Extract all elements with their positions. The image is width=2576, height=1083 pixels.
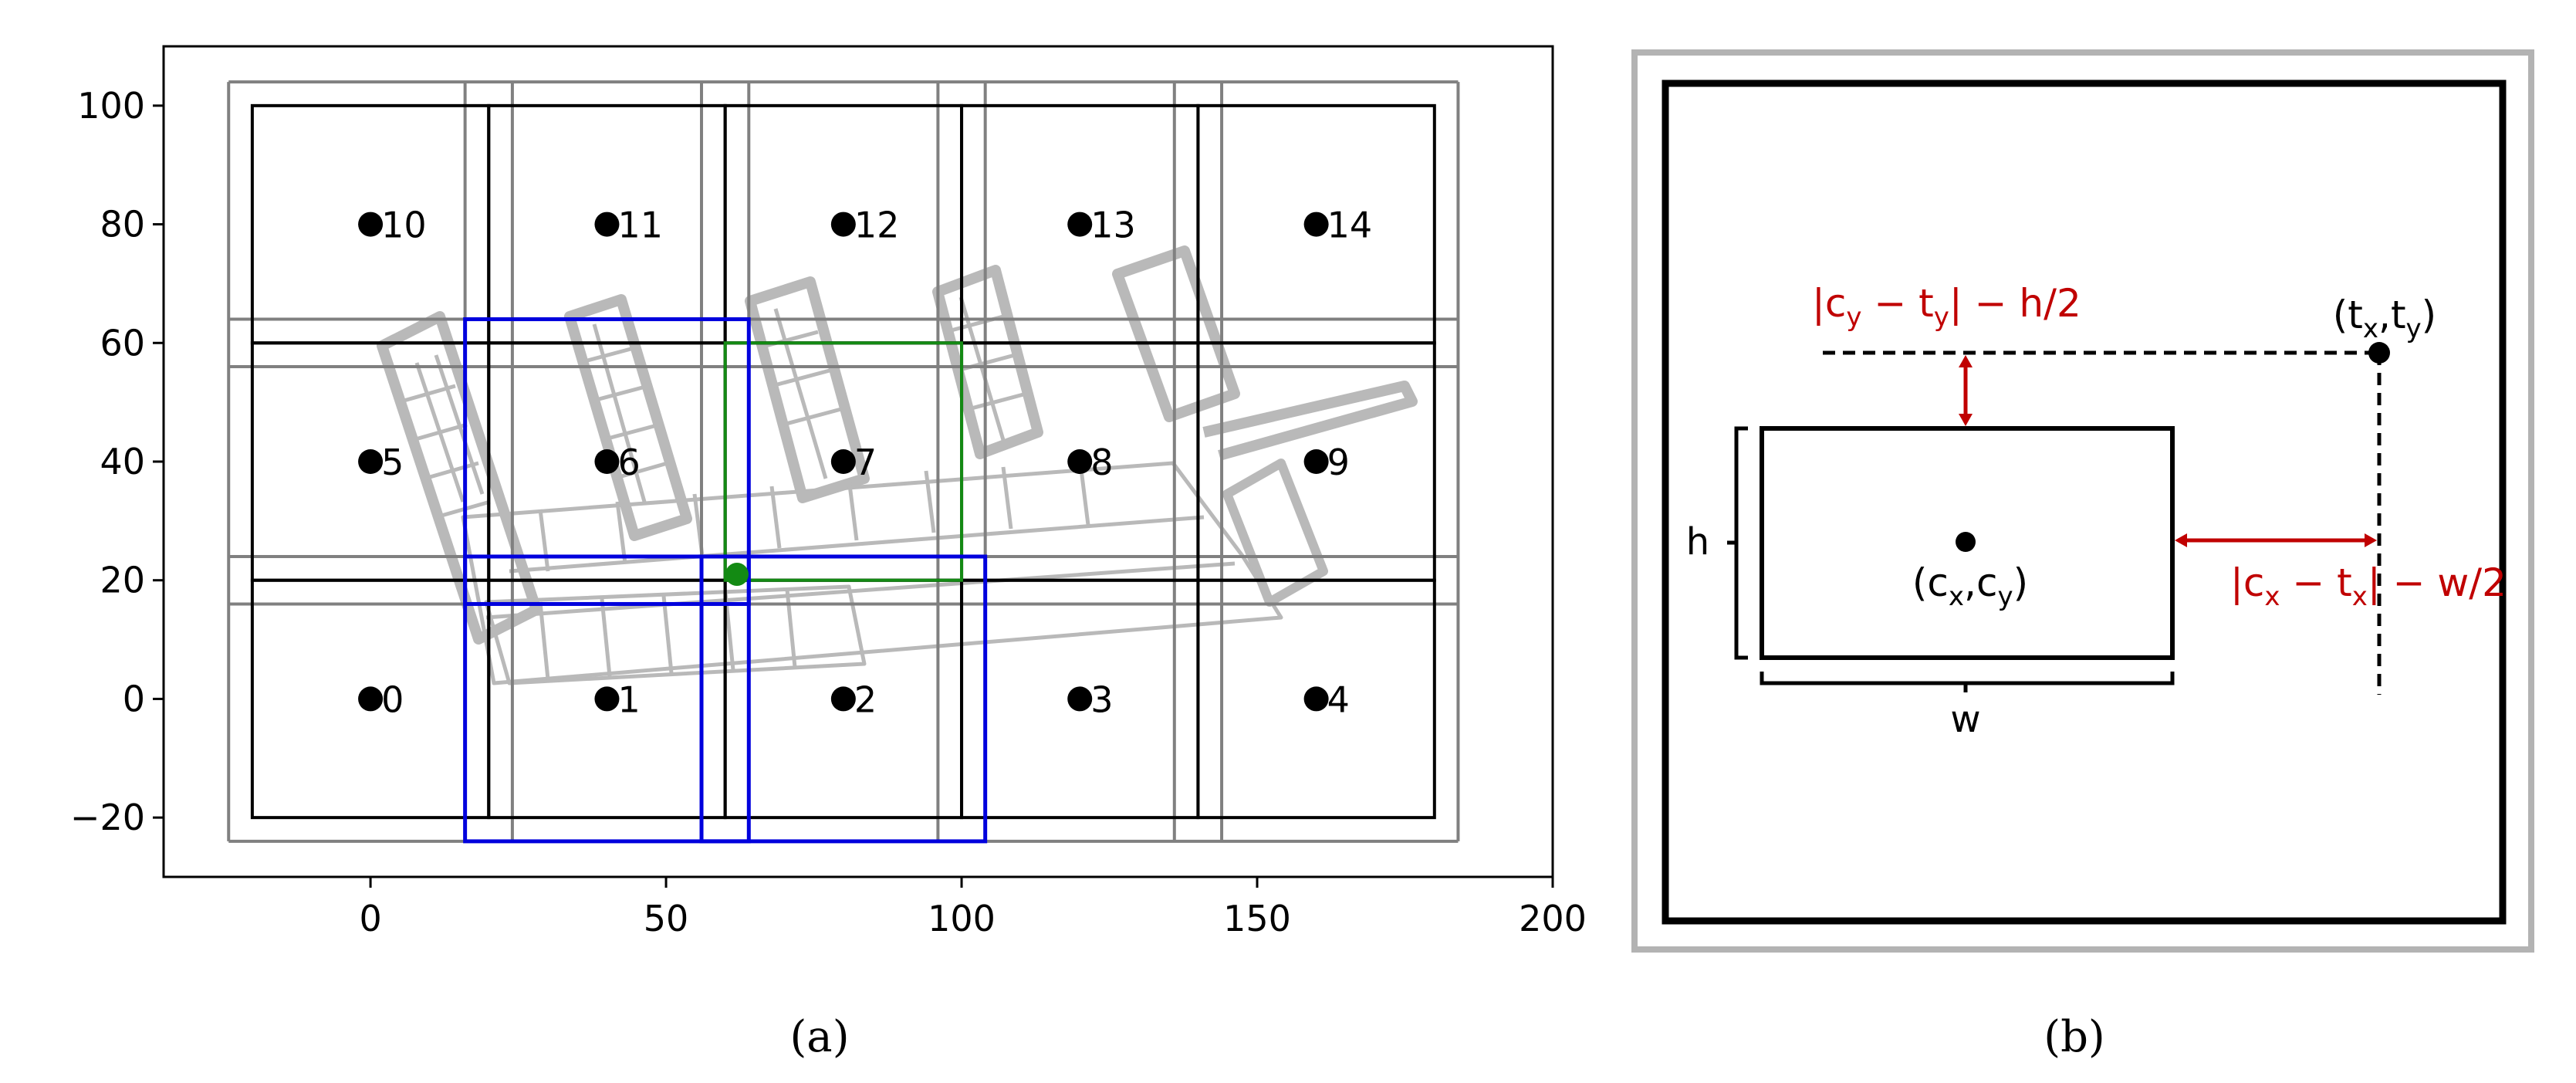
height-label: h bbox=[1686, 520, 1709, 563]
width-bracket bbox=[1760, 672, 2175, 692]
cell-center-label: 4 bbox=[1327, 679, 1350, 720]
y-tick-label: 60 bbox=[100, 322, 145, 364]
panel-b: (cx,cy) h w (tx,ty) |cy − ty| − h/2 |cx … bbox=[1631, 49, 2534, 1062]
cell-center-point bbox=[358, 212, 384, 237]
cell-center-label: 7 bbox=[854, 442, 877, 483]
cell-center-label: 1 bbox=[617, 679, 640, 720]
floorplan-lower-rooms bbox=[538, 589, 797, 680]
floorplan-wing-lower-right bbox=[1222, 459, 1328, 607]
horizontal-distance-label: |cx − tx| − w/2 bbox=[2230, 560, 2507, 612]
grid-cell bbox=[1196, 103, 1436, 345]
cell-center-point bbox=[1067, 686, 1093, 712]
cell-center-label: 3 bbox=[1090, 679, 1113, 720]
vertical-distance-label: |cy − ty| − h/2 bbox=[1812, 281, 2081, 333]
box-center-point bbox=[1956, 532, 1976, 552]
floorplan-wing-right bbox=[1202, 381, 1418, 461]
cell-center-label: 0 bbox=[381, 679, 404, 720]
x-tick-label: 100 bbox=[928, 898, 996, 939]
target-layer bbox=[725, 563, 749, 587]
box-center-label: (cx,cy) bbox=[1912, 560, 2028, 612]
floorplan-hall-rooms bbox=[485, 462, 1236, 620]
floorplan-building-4 bbox=[932, 265, 1043, 459]
target-point bbox=[2368, 342, 2390, 364]
width-label: w bbox=[1950, 698, 1980, 741]
floorplan-building-3 bbox=[745, 276, 870, 503]
y-tick-label: 20 bbox=[100, 560, 145, 601]
cell-center-point bbox=[358, 686, 384, 712]
floorplan-building-5 bbox=[1112, 245, 1240, 422]
panel-b-caption: (b) bbox=[2044, 1012, 2105, 1062]
y-tick-label: −20 bbox=[70, 797, 145, 838]
cell-center-label: 9 bbox=[1327, 442, 1350, 483]
cell-center-point bbox=[1303, 686, 1329, 712]
x-tick-label: 200 bbox=[1519, 898, 1587, 939]
y-tick-label: 40 bbox=[100, 441, 145, 482]
panel-a-caption: (a) bbox=[789, 1012, 849, 1062]
bounding-box bbox=[1760, 426, 2175, 660]
panel-b-outer-frame bbox=[1631, 49, 2534, 953]
cell-center-point bbox=[594, 449, 620, 474]
floorplan-lower-block bbox=[484, 584, 867, 685]
floorplan-image bbox=[377, 245, 1418, 685]
cell-center-label: 11 bbox=[617, 205, 663, 246]
y-tick-label: 0 bbox=[123, 678, 145, 719]
cell-center-label: 6 bbox=[617, 442, 640, 483]
cell-center-label: 14 bbox=[1327, 205, 1373, 246]
cell-center-label: 2 bbox=[854, 679, 877, 720]
blue-boxes bbox=[463, 317, 988, 844]
cell-center-point bbox=[1067, 449, 1093, 474]
target-label: (tx,ty) bbox=[2333, 293, 2436, 344]
cell-center-point bbox=[594, 212, 620, 237]
vertical-distance-arrow bbox=[1959, 355, 1973, 426]
blue-box bbox=[463, 554, 751, 844]
floorplan-building-2-rooms bbox=[578, 323, 668, 503]
target-point-a bbox=[725, 563, 749, 587]
cell-center-point bbox=[830, 686, 856, 712]
cell-center-point bbox=[358, 449, 384, 474]
blue-box bbox=[463, 317, 751, 606]
cell-center-label: 10 bbox=[381, 205, 427, 246]
cell-center-label: 5 bbox=[381, 442, 404, 483]
cell-center-label: 12 bbox=[854, 205, 900, 246]
cell-center-label: 8 bbox=[1090, 442, 1113, 483]
green-box-layer bbox=[723, 341, 964, 582]
cell-center-point bbox=[1303, 212, 1329, 237]
blue-box bbox=[699, 554, 988, 844]
horizontal-distance-arrow bbox=[2175, 533, 2377, 547]
green-box bbox=[723, 341, 964, 582]
cell-center-point bbox=[1067, 212, 1093, 237]
floorplan-building-4-rooms bbox=[945, 296, 1027, 441]
cell-center-point bbox=[830, 449, 856, 474]
floorplan-building-3-rooms bbox=[759, 308, 842, 479]
cell-center-label: 13 bbox=[1090, 205, 1136, 246]
y-tick-label: 100 bbox=[77, 85, 145, 127]
x-tick-label: 50 bbox=[644, 898, 689, 939]
x-tick-label: 0 bbox=[359, 898, 381, 939]
panel-b-inner-frame bbox=[1662, 80, 2507, 925]
height-bracket bbox=[1727, 426, 1748, 660]
floorplan-building-1 bbox=[377, 311, 542, 645]
x-tick-label: 150 bbox=[1223, 898, 1291, 939]
cell-center-point bbox=[1303, 449, 1329, 474]
cell-center-point bbox=[594, 686, 620, 712]
y-tick-label: 80 bbox=[100, 204, 145, 245]
cell-center-point bbox=[830, 212, 856, 237]
floorplan-building-1-rooms bbox=[401, 354, 491, 520]
